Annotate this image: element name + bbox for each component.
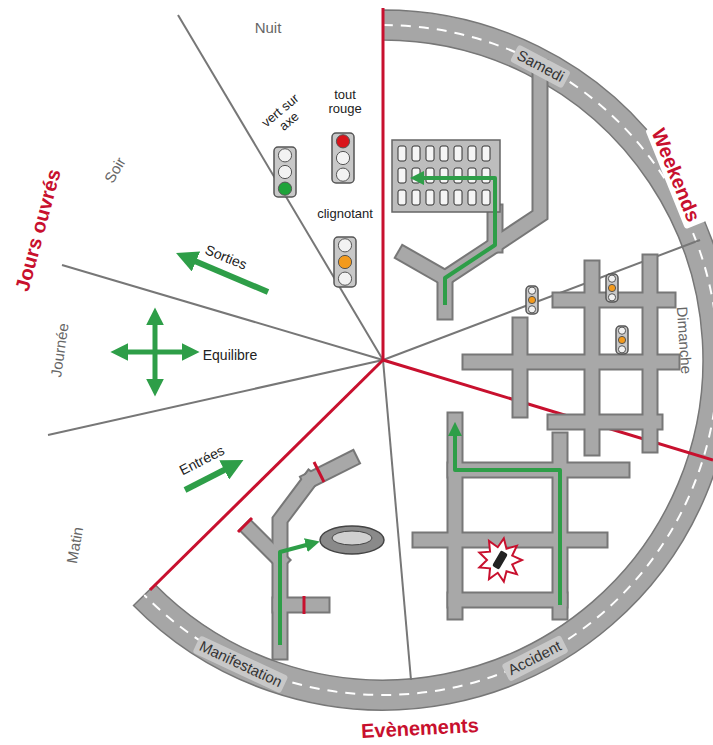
traffic-light [334,237,356,287]
route-arrow [153,320,158,352]
period-label: Matin [64,526,87,565]
street-edge [512,325,529,410]
street-edge [455,592,560,609]
flow-label: Entrées [177,443,227,479]
group-divider [382,8,385,360]
picture [48,8,713,710]
period-label: Nuit [255,20,282,37]
street [514,325,527,410]
period-label: Journée [48,322,72,378]
route-arrow [153,352,158,384]
sector-divider [48,360,383,435]
traffic-light [526,286,538,314]
street [280,480,310,652]
sector-divider [383,360,411,680]
event-label: Accident [502,635,569,681]
group-label: Evènements [361,714,480,742]
road-barrier [303,596,306,614]
event-label: Manifestation [193,635,289,693]
street-edge [280,480,310,652]
street-edge [420,532,600,549]
street [455,594,560,607]
road-centre-line [144,25,713,695]
route-arrow [455,432,560,605]
group-divider [383,360,713,460]
route-arrow [123,350,155,355]
street-edge [470,354,672,371]
light-label: tout rouge [321,88,369,117]
traffic-light [274,147,296,197]
street-edge [642,262,659,445]
flow-label: Sorties [203,243,249,274]
period-label: Soir [101,154,129,185]
road-barrier [314,462,324,482]
flow-label: Equilibre [203,348,257,363]
street [586,268,599,448]
street-edge [584,268,601,448]
road-barrier [238,518,252,532]
group-label: Weekends [645,121,707,229]
route-arrow [420,178,495,305]
period-label: Samedi [510,44,571,88]
stadium [320,526,384,554]
street-edge [555,414,655,431]
ring-road [134,10,713,710]
light-label: clignotant [317,207,373,221]
route-arrow [155,350,187,355]
street [555,416,655,429]
street [420,534,600,547]
street [470,356,672,369]
light-label: vert sur axe [256,88,314,143]
traffic-light [332,133,354,183]
street [644,262,657,445]
street [280,599,322,612]
group-divider [150,360,383,590]
accident-burst [479,538,522,581]
route-arrow [280,544,310,645]
period-label: Dimanche [673,306,694,375]
street [250,530,280,560]
crashed-car [492,550,508,570]
traffic-light [606,274,618,302]
group-label: Jours ouvrés [11,166,65,293]
traffic-light [616,326,628,354]
street-edge [280,597,322,614]
